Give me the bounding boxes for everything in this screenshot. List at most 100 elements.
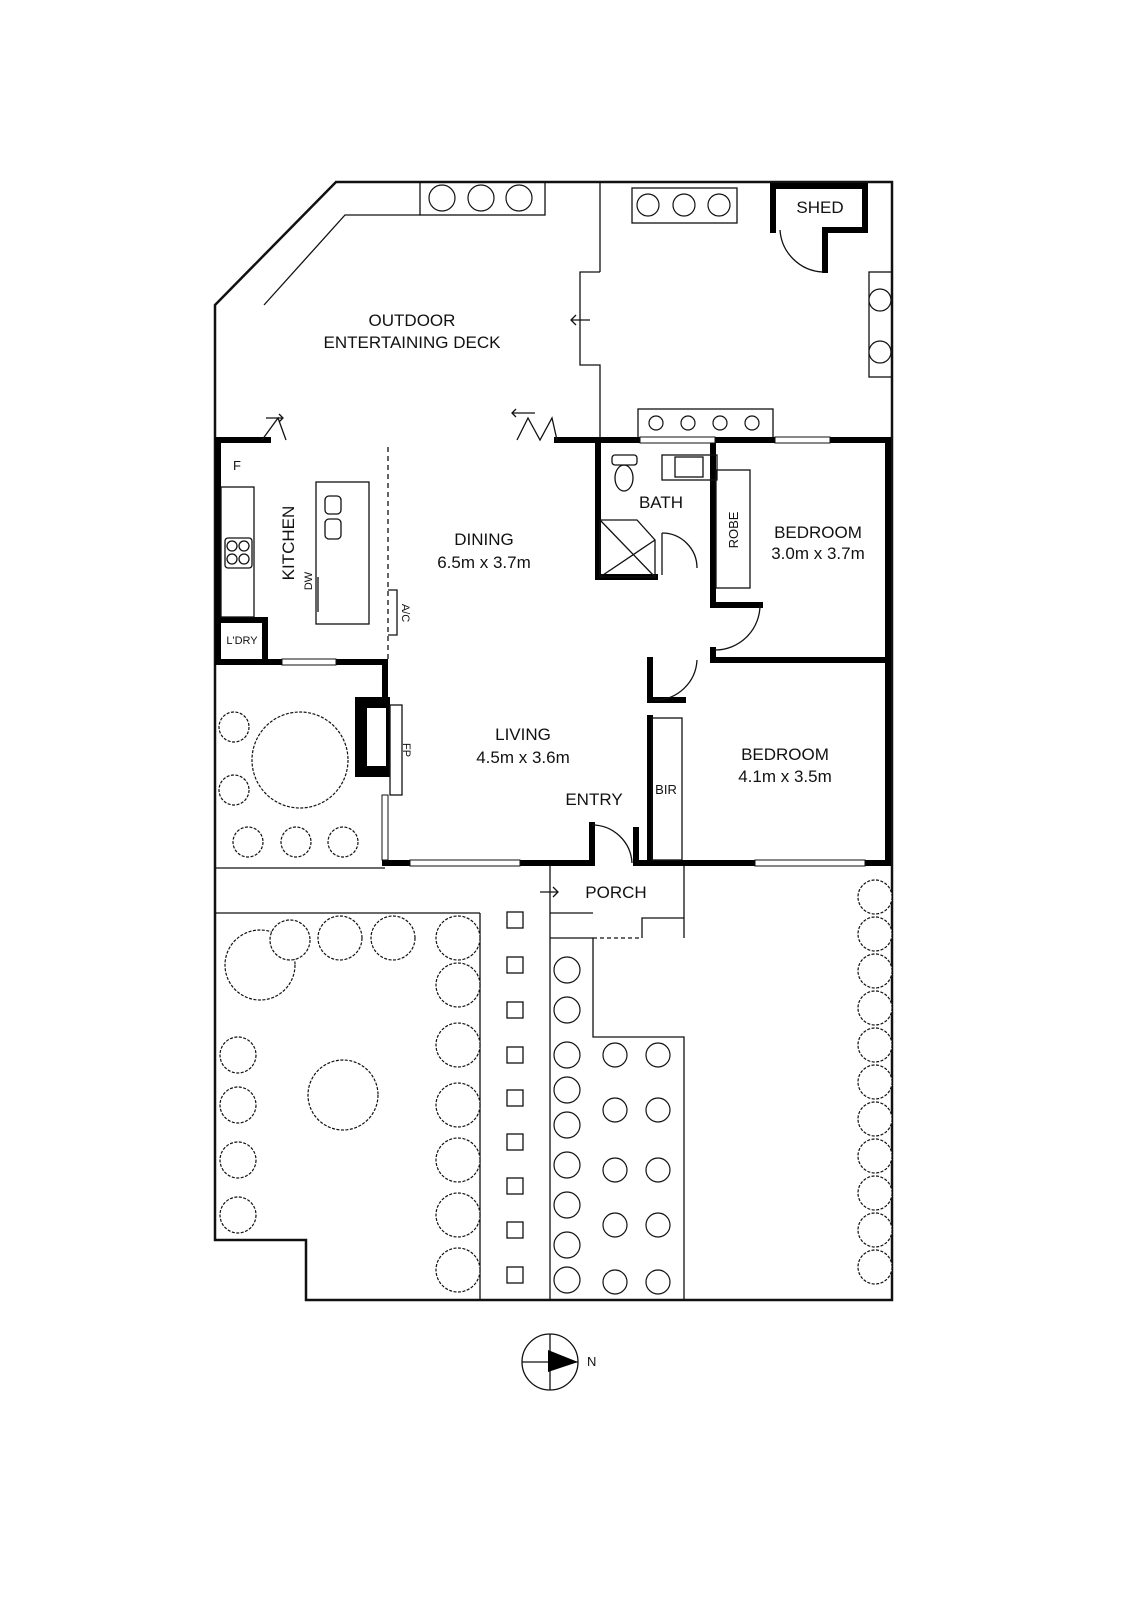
tree-icon (712, 415, 728, 431)
tree-icon (435, 962, 481, 1008)
tree-icon (467, 184, 495, 212)
shed-wall (770, 183, 868, 273)
tree-icon (553, 996, 581, 1024)
compass: N (521, 1333, 596, 1391)
tree-icon (553, 1076, 581, 1104)
tree-icon (645, 1097, 671, 1123)
stepping-stone (506, 1177, 524, 1195)
stepping-stone (506, 1089, 524, 1107)
door-arrows (261, 314, 590, 898)
shed-label: SHED (796, 198, 843, 217)
living-label: LIVING (495, 725, 551, 744)
tree-icon (280, 826, 312, 858)
tree-icon (428, 184, 456, 212)
kitchen-fittings (220, 481, 398, 636)
tree-icon (672, 193, 696, 217)
kitchen-label: KITCHEN (279, 506, 298, 581)
tree-icon (645, 1212, 671, 1238)
north-arrow-icon (548, 1350, 578, 1372)
tree-icon (553, 1191, 581, 1219)
bedroom1-label: BEDROOM (774, 523, 862, 542)
bir-label: BIR (655, 782, 677, 797)
tree-icon (435, 1247, 481, 1293)
porch-label: PORCH (585, 883, 646, 902)
fridge-label: F (233, 458, 241, 473)
tree-icon (553, 1111, 581, 1139)
living-size: 4.5m x 3.6m (476, 748, 570, 767)
compass-label: N (587, 1354, 596, 1369)
tree-icon (219, 1036, 257, 1074)
tree-icon (857, 1249, 893, 1285)
tree-icon (857, 990, 893, 1026)
stepping-stone (506, 1221, 524, 1239)
tree-icon (744, 415, 760, 431)
tree-icon (218, 774, 250, 806)
trees (218, 184, 893, 1295)
windows (281, 436, 866, 867)
tree-icon (857, 1027, 893, 1063)
ac-label: A/C (399, 604, 411, 622)
tree-icon (232, 826, 264, 858)
bedroom2-size: 4.1m x 3.5m (738, 767, 832, 786)
tree-icon (602, 1042, 628, 1068)
tree-icon (553, 1151, 581, 1179)
tree-icon (857, 1101, 893, 1137)
dining-label: DINING (454, 530, 514, 549)
tree-icon (857, 1212, 893, 1248)
tree-icon (857, 1175, 893, 1211)
tree-icon (435, 1022, 481, 1068)
tree-icon (251, 711, 349, 809)
planter-box (631, 187, 738, 224)
tree-icon (602, 1097, 628, 1123)
tree-icon (269, 919, 311, 961)
tree-icon (645, 1157, 671, 1183)
robe-label: ROBE (726, 511, 741, 548)
tree-icon (645, 1042, 671, 1068)
tree-icon (857, 879, 893, 915)
bedroom1-size: 3.0m x 3.7m (771, 544, 865, 563)
dishwasher-label: DW (303, 571, 315, 590)
tree-icon (602, 1157, 628, 1183)
tree-icon (857, 1138, 893, 1174)
laundry-label: L'DRY (226, 635, 258, 647)
deck-label: OUTDOOR (369, 311, 456, 330)
tree-icon (307, 1059, 379, 1131)
stepping-stone (506, 1046, 524, 1064)
tree-icon (868, 340, 892, 364)
shed-door-swing (779, 229, 824, 273)
fireplace-label: FP (400, 743, 412, 757)
deck-label-2: ENTERTAINING DECK (324, 333, 502, 352)
tree-icon (435, 915, 481, 961)
stepping-stone (506, 911, 524, 929)
tree-icon (553, 1266, 581, 1294)
tree-icon (219, 1196, 257, 1234)
tree-icon (219, 1141, 257, 1179)
tree-icon (505, 184, 533, 212)
tree-icon (435, 1137, 481, 1183)
tree-icon (553, 1041, 581, 1069)
stepping-stones (506, 911, 524, 1284)
tree-icon (680, 415, 696, 431)
tree-icon (602, 1269, 628, 1295)
bath-label: BATH (639, 493, 683, 512)
tree-icon (857, 916, 893, 952)
tree-icon (857, 953, 893, 989)
deck-edge (263, 214, 420, 306)
tree-icon (857, 1064, 893, 1100)
stepping-stone (506, 1133, 524, 1151)
bath-fittings (591, 454, 761, 864)
tree-icon (218, 711, 250, 743)
tree-icon (636, 193, 660, 217)
stepping-stone (506, 1266, 524, 1284)
planter-box (868, 271, 893, 378)
tree-icon (602, 1212, 628, 1238)
tree-icon (707, 193, 731, 217)
tree-icon (648, 415, 664, 431)
tree-icon (868, 288, 892, 312)
tree-icon (317, 915, 363, 961)
tree-icon (327, 826, 359, 858)
dining-size: 6.5m x 3.7m (437, 553, 531, 572)
tree-icon (435, 1082, 481, 1128)
tree-icon (645, 1269, 671, 1295)
